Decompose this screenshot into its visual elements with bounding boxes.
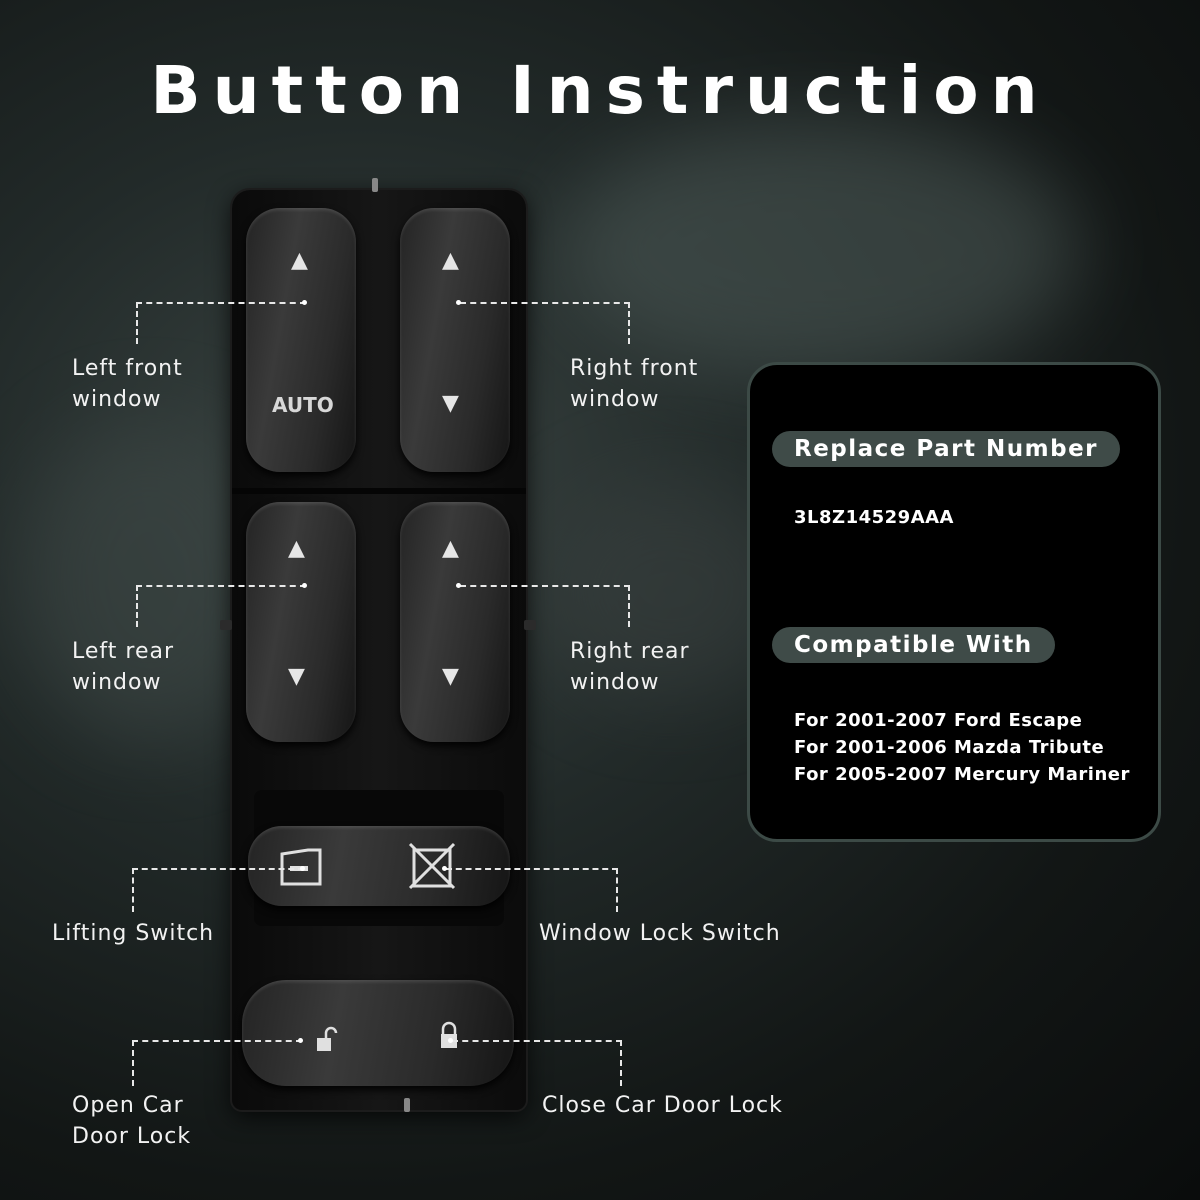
background-blur xyxy=(560,120,1080,380)
up-arrow-icon: ▲ xyxy=(442,536,459,561)
label-left-rear-window: Left rear window xyxy=(72,639,175,695)
lifting-lock-rocker-switch[interactable] xyxy=(248,826,510,906)
product-info-card: Replace Part Number 3L8Z14529AAA Compati… xyxy=(747,362,1161,842)
label-left-front-window: Left front window xyxy=(72,356,183,412)
label-close-door-lock: Close Car Door Lock xyxy=(542,1093,783,1118)
window-switch-panel: ▲ AUTO ▲ ▼ ▲ ▼ ▲ ▼ xyxy=(220,178,536,1112)
down-arrow-icon: ▼ xyxy=(442,664,459,689)
callout-dot xyxy=(456,583,461,588)
part-number-heading: Replace Part Number xyxy=(772,431,1121,467)
label-right-rear-window: Right rear window xyxy=(570,639,690,695)
callout-line xyxy=(136,585,306,627)
callout-dot xyxy=(456,300,461,305)
divider xyxy=(232,488,526,494)
callout-dot xyxy=(442,866,447,871)
right-front-window-button[interactable]: ▲ ▼ xyxy=(400,208,510,472)
callout-dot xyxy=(298,1038,303,1043)
compatible-item: For 2001-2007 Ford Escape xyxy=(794,710,1083,731)
label-right-front-window: Right front window xyxy=(570,356,699,412)
label-open-door-lock: Open Car Door Lock xyxy=(72,1093,192,1149)
callout-line xyxy=(460,585,630,627)
callout-dot xyxy=(448,1038,453,1043)
callout-line xyxy=(132,1040,302,1086)
callout-line xyxy=(132,868,304,912)
compatible-item: For 2001-2006 Mazda Tribute xyxy=(794,737,1105,758)
callout-line xyxy=(460,302,630,344)
label-lifting-switch: Lifting Switch xyxy=(52,921,215,946)
panel-tab xyxy=(524,620,536,630)
page-title: Button Instruction xyxy=(150,52,1050,129)
up-arrow-icon: ▲ xyxy=(442,248,459,273)
label-window-lock-switch: Window Lock Switch xyxy=(539,921,781,946)
left-front-window-button[interactable]: ▲ AUTO xyxy=(246,208,356,472)
callout-dot xyxy=(300,866,305,871)
up-arrow-icon: ▲ xyxy=(288,536,305,561)
connector-pin xyxy=(404,1098,410,1112)
down-arrow-icon: ▼ xyxy=(442,391,459,416)
left-rear-window-button[interactable]: ▲ ▼ xyxy=(246,502,356,742)
right-rear-window-button[interactable]: ▲ ▼ xyxy=(400,502,510,742)
door-lock-rocker-switch[interactable] xyxy=(242,980,514,1086)
connector-pin xyxy=(372,178,378,192)
unlock-icon xyxy=(317,1026,338,1051)
callout-dot xyxy=(302,583,307,588)
compatible-heading: Compatible With xyxy=(772,627,1055,663)
part-number: 3L8Z14529AAA xyxy=(794,507,954,528)
down-arrow-icon: ▼ xyxy=(288,664,305,689)
callout-line xyxy=(452,1040,622,1086)
panel-tab xyxy=(220,620,232,630)
up-arrow-icon: ▲ xyxy=(291,248,308,273)
compatible-item: For 2005-2007 Mercury Mariner xyxy=(794,764,1130,785)
auto-label: AUTO xyxy=(272,393,334,417)
callout-dot xyxy=(302,300,307,305)
callout-line xyxy=(446,868,618,912)
callout-line xyxy=(136,302,306,344)
